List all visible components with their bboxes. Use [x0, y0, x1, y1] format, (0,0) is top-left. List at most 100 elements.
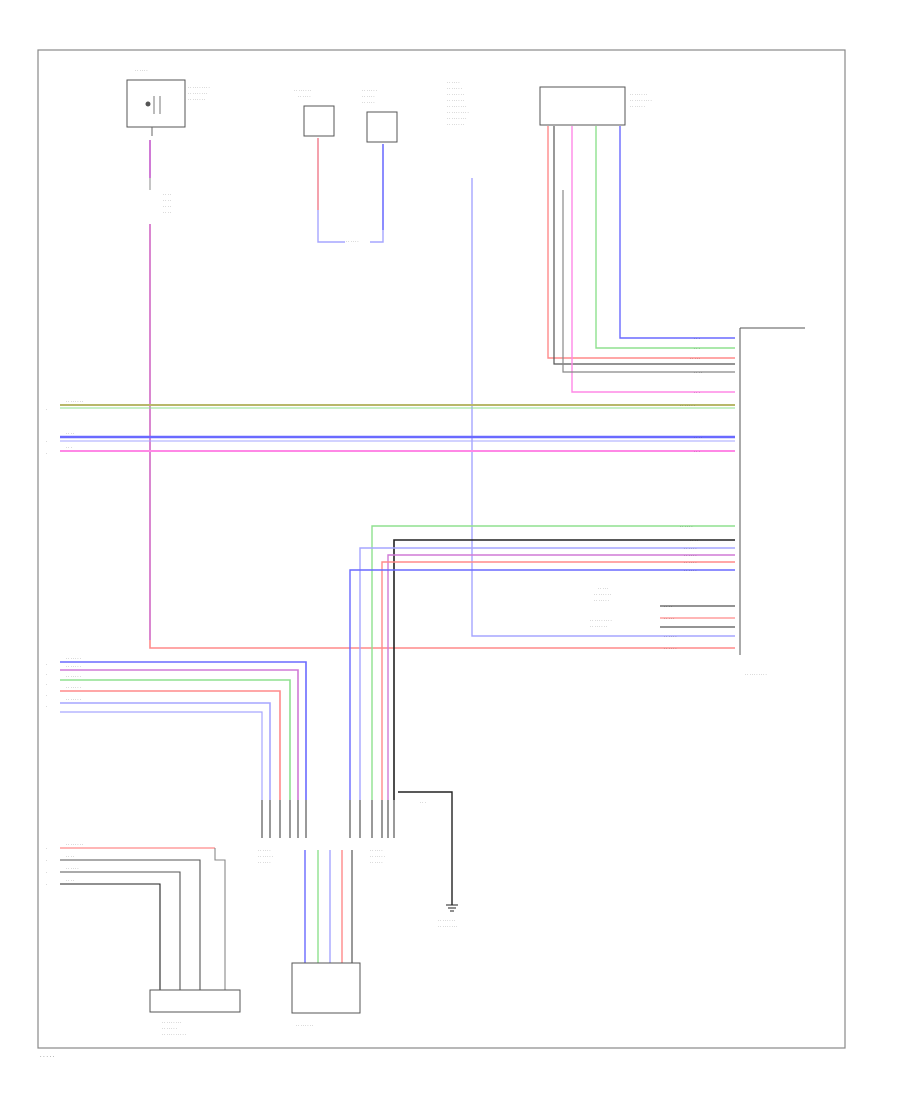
- svg-text:· · · · · · · ·: · · · · · · · ·: [447, 99, 464, 103]
- svg-text:·: ·: [46, 871, 47, 875]
- svg-text:·: ·: [46, 694, 47, 698]
- svg-text:· · · · · ·: · · · · · ·: [298, 95, 311, 99]
- svg-text:·: ·: [46, 847, 47, 851]
- svg-text:· · · · · · · ·: · · · · · · · ·: [296, 1024, 313, 1028]
- svg-text:·: ·: [46, 452, 47, 456]
- svg-text:· · ·: · · ·: [694, 347, 700, 351]
- svg-text:· · · · · · · ·: · · · · · · · ·: [294, 89, 311, 93]
- svg-text:· · · · · · · · ·: · · · · · · · · ·: [438, 925, 457, 929]
- svg-text:· · · · · · ·: · · · · · · ·: [66, 698, 81, 702]
- svg-text:· · · · · · · ·: · · · · · · · ·: [590, 625, 607, 629]
- svg-text:· · · · · · · ·: · · · · · · · ·: [438, 919, 455, 923]
- svg-text:· · · · · ·: · · · · · ·: [258, 861, 271, 865]
- svg-text:· · · ·: · · · ·: [66, 879, 74, 883]
- svg-text:· · · · · ·: · · · · · ·: [346, 240, 359, 244]
- svg-text:· · · · · ·: · · · · · ·: [447, 81, 460, 85]
- svg-text:·: ·: [46, 859, 47, 863]
- svg-text:· · · ·: · · · ·: [690, 539, 698, 543]
- svg-text:·: ·: [46, 705, 47, 709]
- svg-text:· · · · · · · · ·: · · · · · · · · ·: [447, 105, 466, 109]
- footer-mark: · · · · ·: [40, 1054, 55, 1060]
- svg-text:· · · · · ·: · · · · · ·: [135, 69, 148, 73]
- svg-text:· · · · · ·: · · · · · ·: [258, 849, 271, 853]
- svg-text:· · · · · · · · · ·: · · · · · · · · · ·: [447, 111, 469, 115]
- svg-text:· · · · · · · · · ·: · · · · · · · · · ·: [745, 673, 767, 677]
- svg-text:· · · · · ·: · · · · · ·: [664, 635, 677, 639]
- svg-text:· · · · · · ·: · · · · · · ·: [66, 686, 81, 690]
- svg-text:· · · ·: · · · ·: [163, 193, 171, 197]
- wire-labels-left: · · · · · · · · · · · · · · · · · · · · …: [46, 400, 83, 887]
- svg-text:· · · · · · · ·: · · · · · · · ·: [447, 93, 464, 97]
- svg-text:· · · ·: · · · ·: [66, 432, 74, 436]
- svg-text:· · · · · ·: · · · · · ·: [684, 569, 697, 573]
- svg-text:· · · · · · · ·: · · · · · · · ·: [188, 98, 205, 102]
- svg-text:· · · · · · · · ·: · · · · · · · · ·: [162, 1021, 181, 1025]
- connector-lower-left: · · · · · · · · · · · · · · · · · · ·: [258, 800, 307, 865]
- svg-text:· · · ·: · · · ·: [163, 211, 171, 215]
- svg-text:· · · · · · · ·: · · · · · · · ·: [594, 593, 611, 597]
- svg-text:· · · · · · · ·: · · · · · · · ·: [66, 400, 83, 404]
- svg-text:· · · · · · · · · ·: · · · · · · · · · ·: [590, 619, 612, 623]
- svg-text:· · · · · · ·: · · · · · · ·: [362, 89, 377, 93]
- svg-text:· · · · ·: · · · · ·: [664, 617, 674, 621]
- svg-text:· · · · · · · ·: · · · · · · · ·: [630, 93, 647, 97]
- svg-text:· · · ·: · · · ·: [664, 605, 672, 609]
- svg-text:· · · ·: · · · ·: [694, 371, 702, 375]
- svg-text:· · · · · · · ·: · · · · · · · ·: [66, 843, 83, 847]
- svg-text:· · · · · ·: · · · · · ·: [362, 101, 375, 105]
- svg-text:· · · · · · ·: · · · · · · ·: [680, 404, 695, 408]
- component-top-middle-right: · · · · · · · · · · · · · · · · · · ·: [362, 89, 398, 143]
- svg-text:· · · · · ·: · · · · · ·: [370, 849, 383, 853]
- svg-text:· · · · ·: · · · · ·: [690, 357, 700, 361]
- connector-lower-middle: · · · · · · · · · · · · · · · · · · ·: [349, 800, 395, 865]
- svg-text:· · · · · · ·: · · · · · · ·: [162, 1027, 177, 1031]
- diagram-frame: [37, 49, 846, 1049]
- svg-text:· · · · · · · ·: · · · · · · · ·: [447, 123, 464, 127]
- svg-text:· · · ·: · · · ·: [66, 855, 74, 859]
- svg-text:· · · · · · · · ·: · · · · · · · · ·: [188, 92, 207, 96]
- svg-text:· · · · · · ·: · · · · · · ·: [370, 855, 385, 859]
- svg-text:· · · · · ·: · · · · · ·: [684, 561, 697, 565]
- svg-text:·: ·: [46, 440, 47, 444]
- svg-text:· · · · · ·: · · · · · ·: [684, 547, 697, 551]
- component-bottom-middle: · · · · · · · ·: [291, 962, 361, 1028]
- svg-text:· · ·: · · ·: [694, 337, 700, 341]
- svg-text:·: ·: [46, 663, 47, 667]
- svg-text:· · · · · · ·: · · · · · · ·: [66, 665, 81, 669]
- svg-text:·: ·: [46, 408, 47, 412]
- svg-text:· · · · · ·: · · · · · ·: [66, 867, 79, 871]
- component-right-module: · · · · · · · · · ·: [739, 327, 805, 677]
- svg-text:· · · · · · · · ·: · · · · · · · · ·: [447, 117, 466, 121]
- svg-text:· · · · · · · · · ·: · · · · · · · · · ·: [188, 86, 210, 90]
- ground-icon: [446, 904, 458, 912]
- svg-text:·: ·: [46, 683, 47, 687]
- svg-text:· · · · · ·: · · · · · ·: [664, 647, 677, 651]
- svg-text:· · ·: · · ·: [694, 391, 700, 395]
- component-top-left: · · · · · ·: [126, 69, 186, 190]
- component-top-right: · · · · · · · · · · · · · · · · · · · · …: [539, 86, 652, 126]
- svg-text:· · · · · · ·: · · · · · · ·: [258, 855, 273, 859]
- svg-text:· · · · · · · · · ·: · · · · · · · · · ·: [630, 99, 652, 103]
- svg-text:· · · · · · ·: · · · · · · ·: [630, 105, 645, 109]
- svg-text:· · · · · ·: · · · · · ·: [362, 95, 375, 99]
- svg-text:· · · · · ·: · · · · · ·: [370, 861, 383, 865]
- svg-text:· · · ·: · · · ·: [163, 205, 171, 209]
- svg-text:· · · · · · ·: · · · · · · ·: [66, 675, 81, 679]
- svg-text:· · ·: · · ·: [694, 450, 700, 454]
- svg-text:· · ·: · · ·: [420, 801, 426, 805]
- svg-text:· · ·: · · ·: [66, 446, 72, 450]
- svg-text:· · · ·: · · · ·: [163, 199, 171, 203]
- pin-labels-right: · · · · · · · · · · · · · · · · · · · · …: [590, 337, 702, 651]
- svg-text:·: ·: [46, 673, 47, 677]
- svg-text:· · · ·: · · · ·: [694, 436, 702, 440]
- svg-text:· · · · ·: · · · · ·: [598, 587, 608, 591]
- svg-text:· · · · · ·: · · · · · ·: [680, 525, 693, 529]
- svg-text:· · · · · · ·: · · · · · · ·: [594, 599, 609, 603]
- svg-text:· · · · · ·: · · · · · ·: [684, 554, 697, 558]
- component-bottom-left: · · · · · · · · · · · · · · · · · · · · …: [149, 989, 241, 1037]
- svg-text:· · · · · · ·: · · · · · · ·: [447, 87, 462, 91]
- svg-text:· · · · · · ·: · · · · · · ·: [66, 657, 81, 661]
- svg-text:· · · · · · · · · · ·: · · · · · · · · · · ·: [162, 1033, 186, 1037]
- svg-text:·: ·: [46, 883, 47, 887]
